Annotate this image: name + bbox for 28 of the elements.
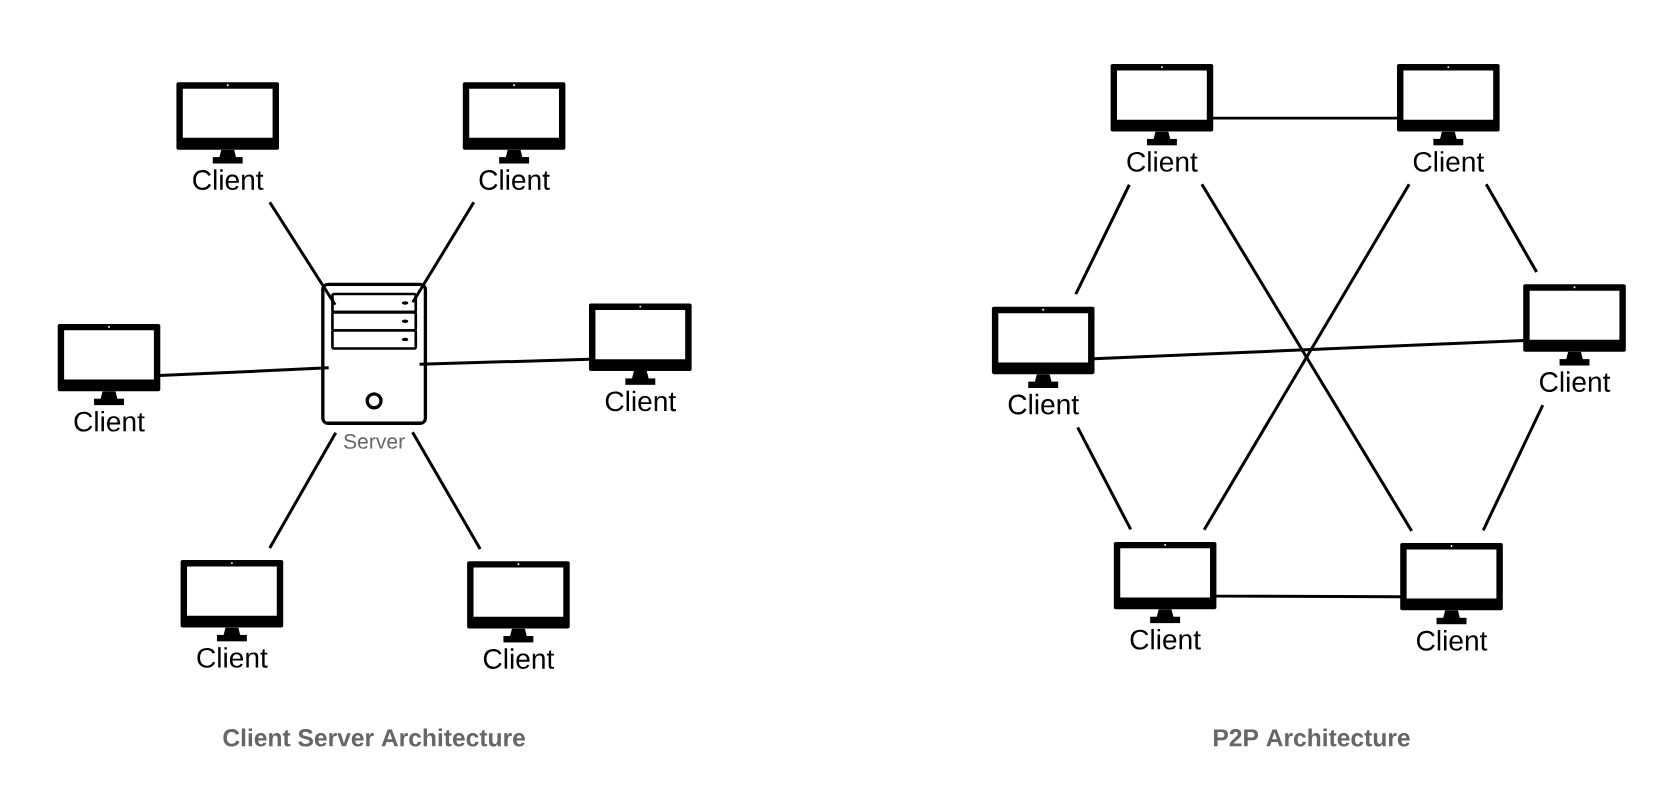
connector-line	[1215, 594, 1402, 599]
client-label: Client	[1008, 393, 1079, 415]
client-label: Client	[483, 648, 555, 669]
caption: Client Server Architecture	[223, 728, 525, 747]
client-label: Client	[1130, 628, 1201, 650]
connector-line	[411, 201, 476, 304]
client-label: Client	[197, 647, 268, 668]
client-label: Client	[1127, 151, 1198, 172]
connector-line	[1481, 404, 1545, 531]
connector-line	[1093, 338, 1525, 361]
client-label: Client	[74, 410, 145, 432]
connector-line	[159, 366, 329, 378]
connector-line	[268, 201, 337, 306]
connector-line	[268, 431, 337, 549]
client-label: Client	[605, 390, 676, 412]
client-label: Client	[479, 169, 550, 190]
caption: P2P Architecture	[1214, 728, 1410, 747]
client-label: Client	[1540, 371, 1611, 392]
connector-line	[1484, 183, 1538, 273]
client-label: Client	[193, 169, 264, 190]
client-label: Client	[1417, 630, 1488, 651]
connector-line	[1076, 426, 1132, 531]
connector-line	[411, 431, 482, 550]
connector-line	[1074, 184, 1131, 295]
server-label: Server	[344, 433, 405, 449]
connector-line	[1212, 116, 1398, 120]
connector-line	[419, 357, 590, 366]
client-label: Client	[1413, 151, 1485, 172]
